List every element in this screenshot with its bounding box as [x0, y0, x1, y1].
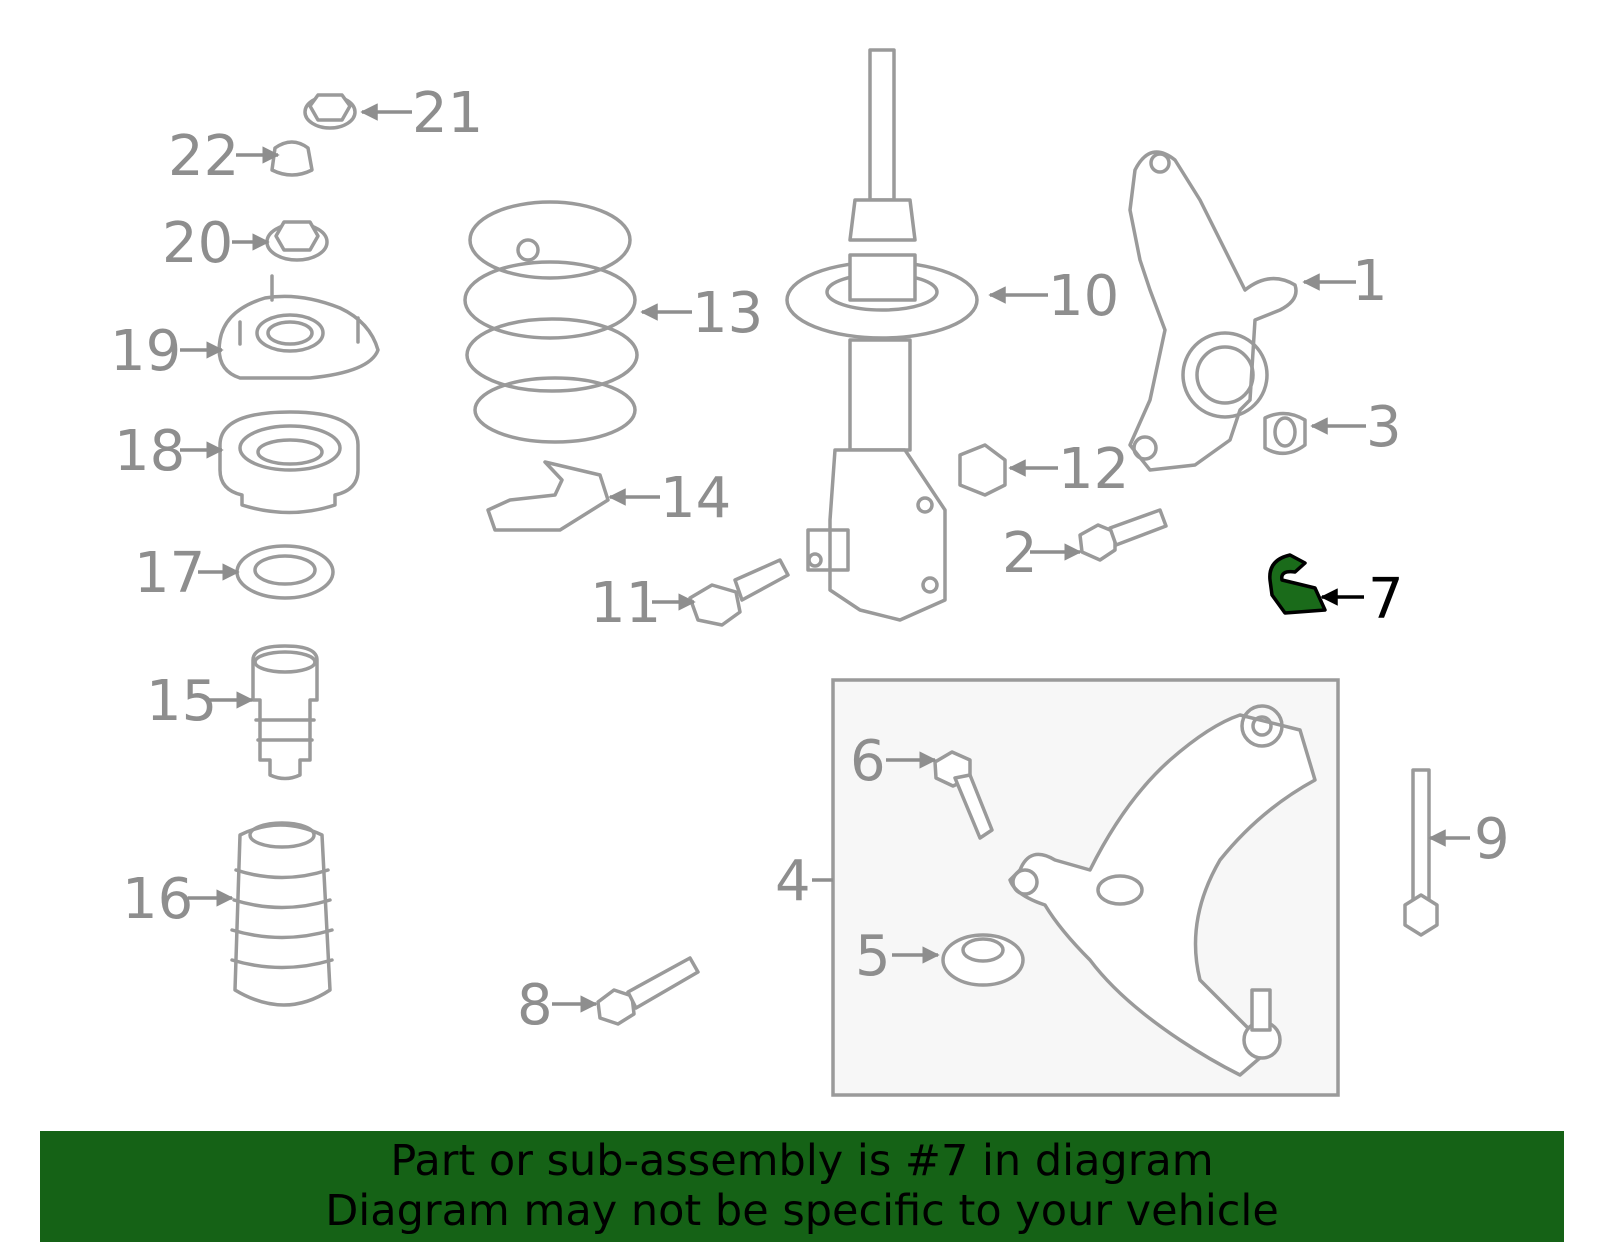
part-22-cap [270, 140, 314, 177]
callout-17: 17 [134, 541, 205, 606]
callout-19: 19 [110, 319, 181, 384]
callout-13: 13 [692, 281, 763, 346]
part-7-clip [1268, 553, 1327, 615]
callout-9: 9 [1474, 807, 1510, 872]
part-13-coil-spring [463, 200, 639, 444]
callout-22: 22 [168, 124, 239, 189]
callout-1: 1 [1352, 249, 1388, 314]
part-8-bolt [596, 956, 700, 1026]
banner-line-disclaimer: Diagram may not be specific to your vehi… [325, 1186, 1279, 1236]
part-4-control-arm [1008, 704, 1317, 1077]
callout-20: 20 [162, 211, 233, 276]
callout-10: 10 [1048, 264, 1119, 329]
part-17-seat [235, 544, 335, 600]
part-18-bearing [218, 410, 360, 515]
part-9-bolt [1403, 768, 1439, 937]
part-3-nut [1263, 411, 1307, 455]
banner-line-part: Part or sub-assembly is #7 in diagram [390, 1136, 1214, 1186]
part-12-nut [958, 443, 1007, 497]
part-20-nut [265, 220, 329, 262]
part-14-spring-seat [486, 460, 610, 532]
part-11-bolt [688, 558, 790, 627]
callout-21: 21 [412, 81, 483, 146]
part-15-bump-stop [251, 644, 319, 781]
info-banner: Part or sub-assembly is #7 in diagram Di… [40, 1131, 1564, 1242]
part-5-bushing [941, 933, 1025, 987]
callout-18: 18 [114, 419, 185, 484]
callout-8: 8 [517, 973, 553, 1038]
callout-labels: 1 2 3 4 5 6 7 8 9 10 11 12 13 14 15 16 1… [110, 81, 1510, 1038]
callout-15: 15 [146, 669, 217, 734]
callout-12: 12 [1058, 437, 1129, 502]
part-21-nut [303, 93, 357, 130]
part-10-strut [785, 48, 979, 622]
part-6-bolt [933, 750, 994, 840]
callout-16: 16 [122, 867, 193, 932]
part-2-bolt [1078, 508, 1168, 562]
part-19-strut-mount [217, 274, 380, 380]
callout-4: 4 [775, 849, 811, 914]
part-16-dust-boot [230, 821, 334, 1007]
callout-7: 7 [1368, 567, 1404, 632]
callout-11: 11 [590, 571, 661, 636]
callout-5: 5 [855, 924, 891, 989]
callout-14: 14 [660, 466, 731, 531]
parts-diagram: 1 2 3 4 5 6 7 8 9 10 11 12 13 14 15 16 1… [110, 48, 1510, 1097]
callout-3: 3 [1366, 395, 1402, 460]
leader-lines [180, 103, 1470, 1013]
part-1-knuckle [1128, 150, 1298, 472]
callout-6: 6 [850, 729, 886, 794]
callout-2: 2 [1002, 521, 1038, 586]
